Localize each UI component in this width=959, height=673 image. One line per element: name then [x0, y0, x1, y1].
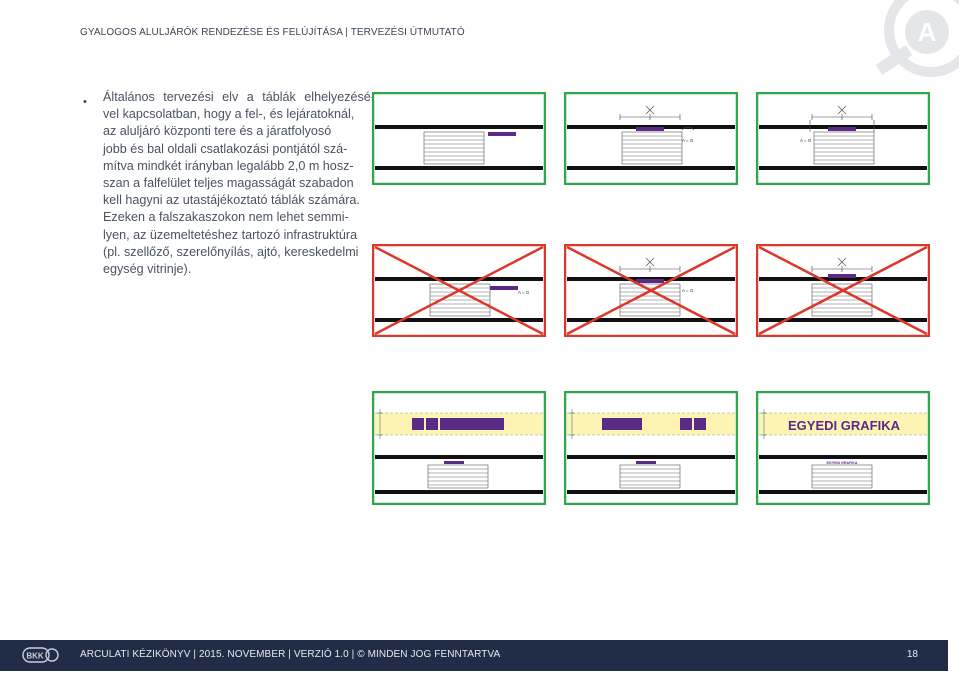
a-letter-map-pin-icon: A: [869, 0, 959, 88]
diagram-bad-1: A = G: [372, 244, 546, 337]
footer-text: ARCULATI KÉZIKÖNYV | 2015. NOVEMBER | VE…: [80, 649, 501, 660]
svg-text:A = G: A = G: [518, 290, 530, 295]
svg-text:A = G: A = G: [800, 138, 812, 143]
diagram-ok-wall-3: EGYEDI GRAFIKA EGYEDI GRAFIKA: [756, 391, 930, 505]
diagram-ok-3: A = G: [756, 92, 930, 185]
page-header-title: GYALOGOS ALULJÁRÓK RENDEZÉSE ÉS FELÚJÍTÁ…: [80, 27, 465, 38]
diagram-ok-wall-1: [372, 391, 546, 505]
body-line: jobb és bal oldali csatlakozási pontjátó…: [103, 141, 348, 156]
body-line: lyen, az üzemeltetéshez tartozó infrastr…: [103, 227, 358, 242]
diagram-ok-2: A = G: [564, 92, 738, 185]
bkk-logo-icon: BKK: [22, 646, 60, 664]
body-line: Általános tervezési elv a táblák elhelye…: [103, 90, 375, 104]
custom-graphic-label: EGYEDI GRAFIKA: [788, 418, 901, 433]
page-footer: BKK ARCULATI KÉZIKÖNYV | 2015. NOVEMBER …: [0, 640, 948, 671]
logo-letter: A: [918, 17, 937, 47]
diagram-ok-1: [372, 92, 546, 185]
body-line: mítva mindkét irányban legalább 2,0 m ho…: [103, 158, 354, 173]
diagram-bad-3: [756, 244, 930, 337]
bullet-marker: •: [83, 96, 87, 108]
body-line: Ezeken a falszakaszokon nem lehet semmi-: [103, 210, 349, 225]
page-number: 18: [906, 649, 918, 660]
bkk-logo-text: BKK: [26, 652, 44, 661]
body-line: vel kapcsolatban, hogy a fel-, és lejára…: [103, 107, 355, 122]
svg-text:A = G: A = G: [682, 138, 694, 143]
svg-text:A = G: A = G: [682, 288, 694, 293]
body-paragraph: Általános tervezési elv a táblák elhelye…: [103, 89, 375, 278]
body-line: (pl. szellőző, szerelőnyílás, ajtó, kere…: [103, 244, 359, 259]
body-line: szan a falfelület teljes magasságát szab…: [103, 176, 354, 191]
body-line: egység vitrinje).: [103, 262, 192, 277]
diagram-bad-2: A = G: [564, 244, 738, 337]
body-line: kell hagyni az utastájékoztató táblák sz…: [103, 193, 360, 208]
custom-graphic-small-label: EGYEDI GRAFIKA: [827, 461, 858, 465]
body-line: az aluljáró központi tere és a járatfoly…: [103, 124, 332, 139]
diagram-ok-wall-2: [564, 391, 738, 505]
